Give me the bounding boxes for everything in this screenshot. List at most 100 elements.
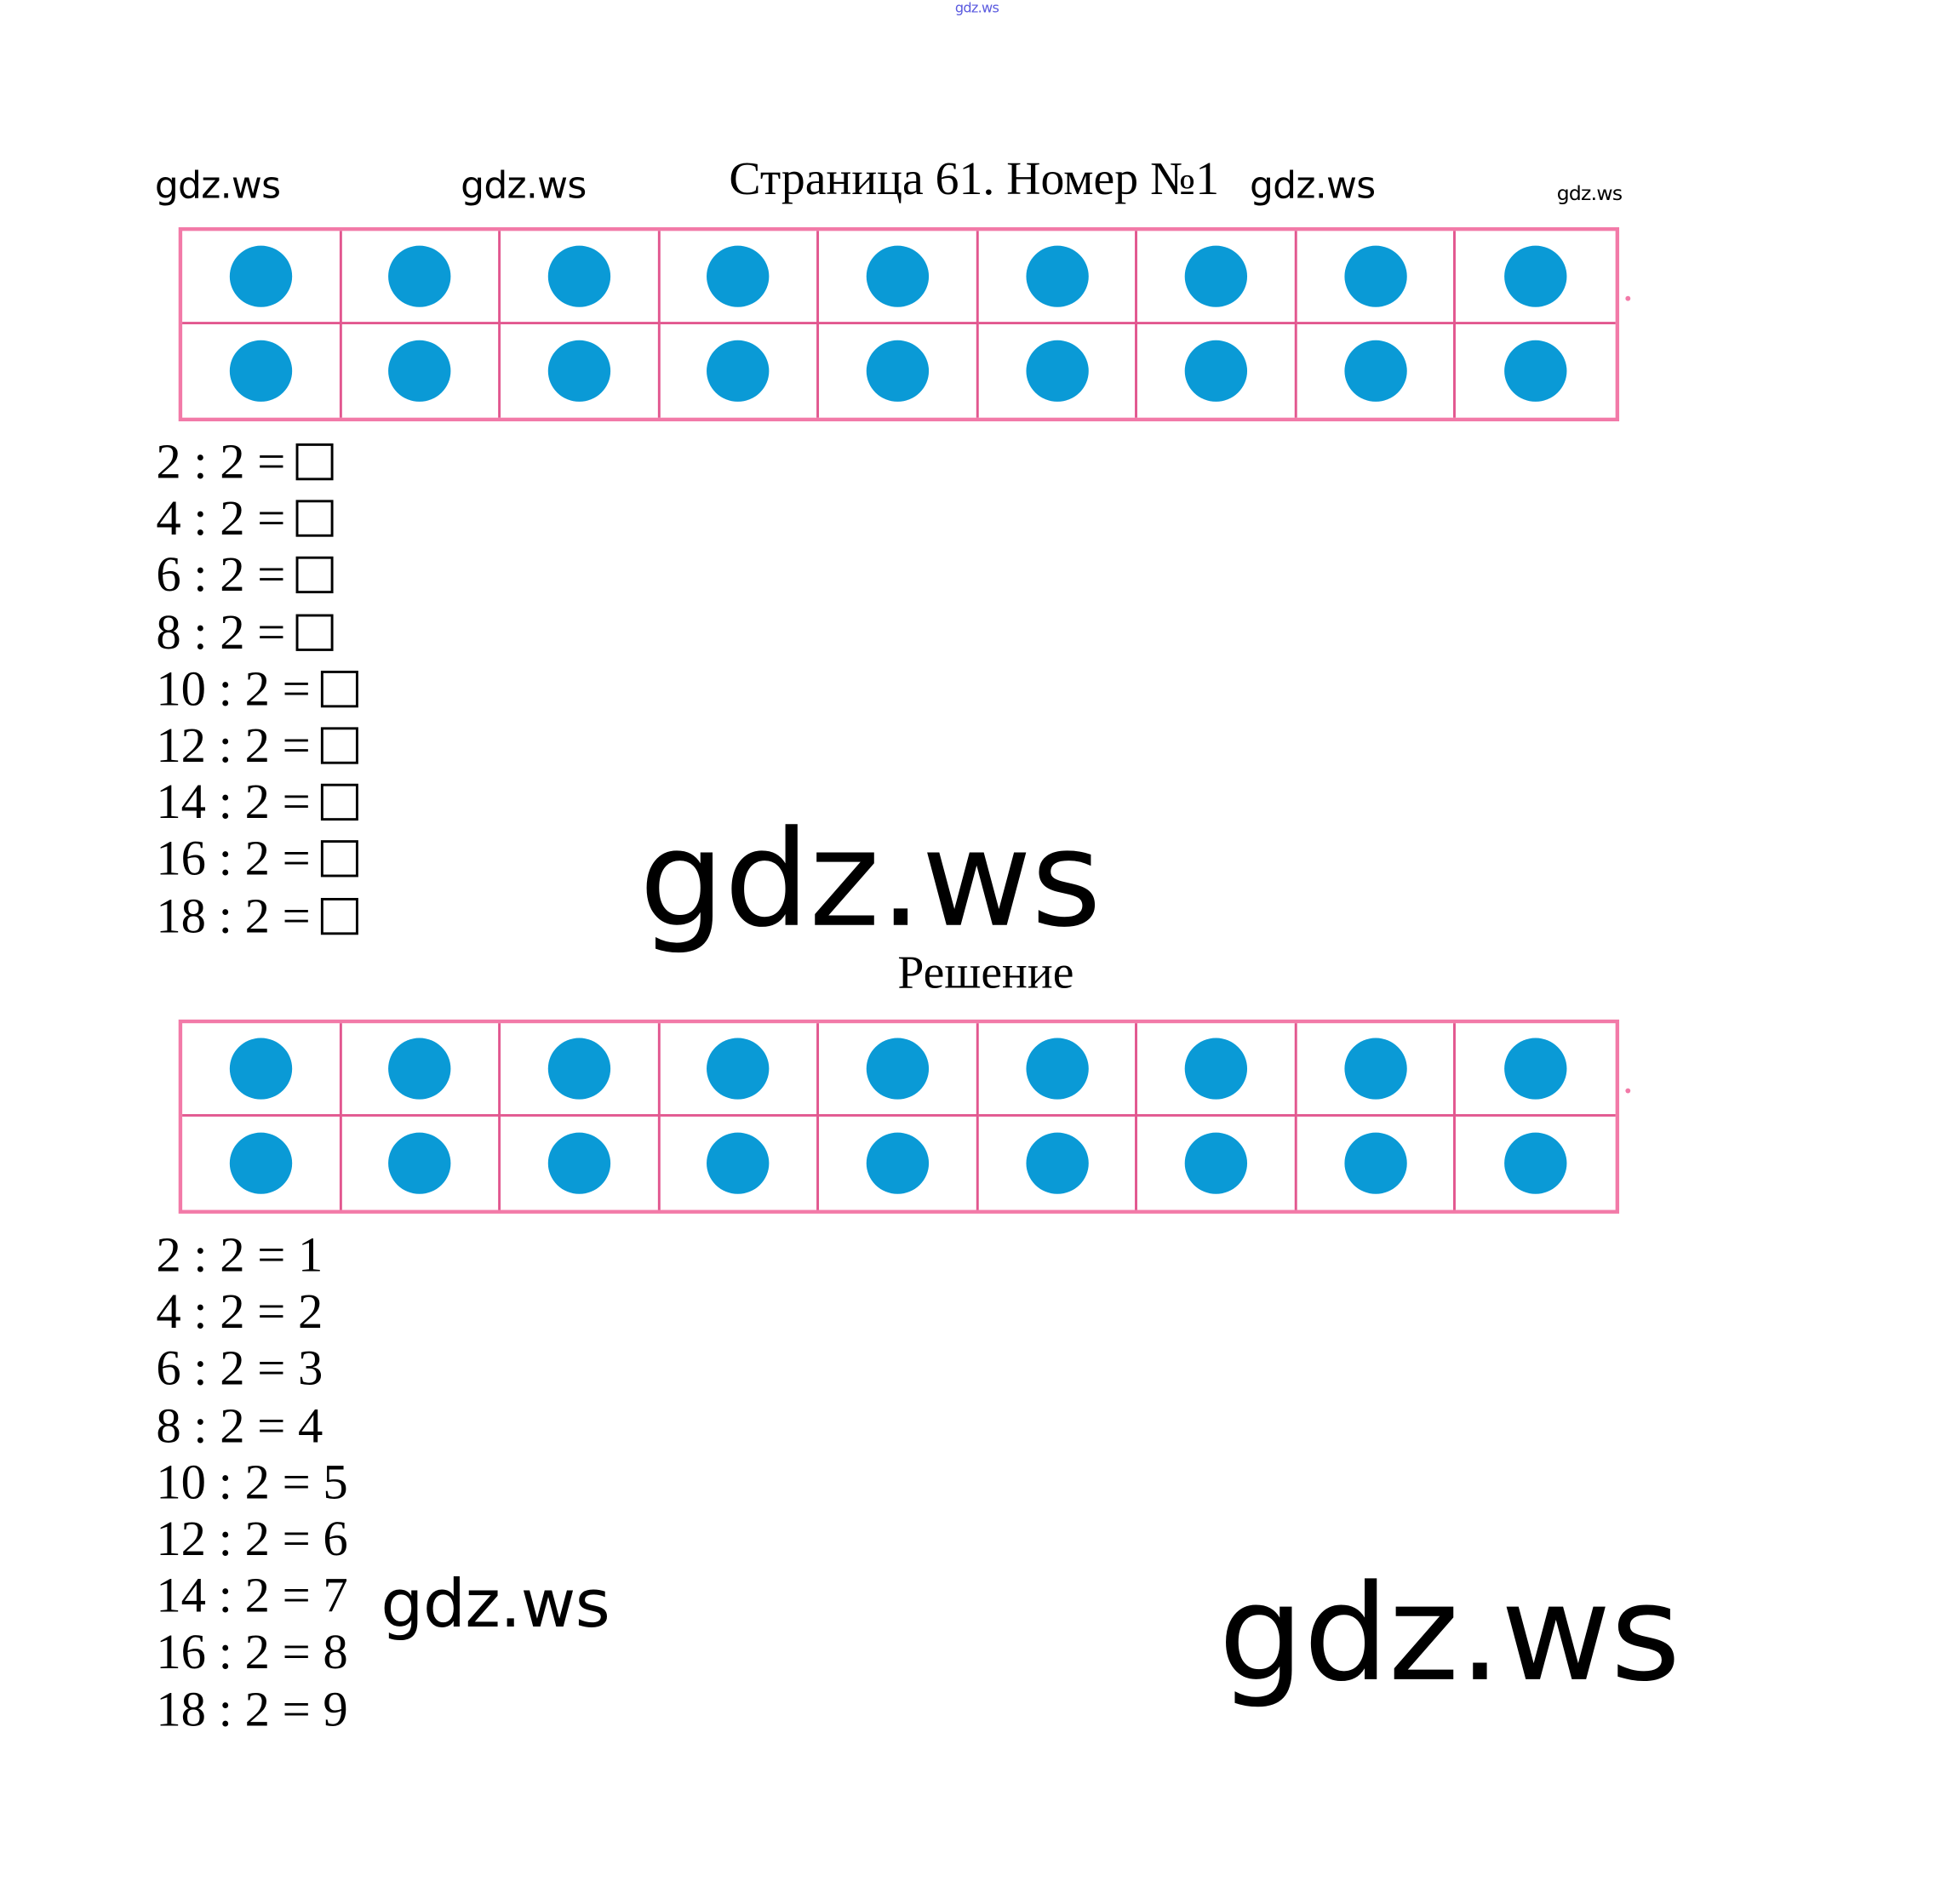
blue-dot xyxy=(866,245,930,307)
grid-cell xyxy=(978,1116,1138,1210)
answer-box[interactable] xyxy=(320,727,358,764)
blue-dot xyxy=(866,1038,930,1100)
grid-cell xyxy=(819,231,979,325)
blue-dot xyxy=(1184,1038,1248,1100)
blue-dot xyxy=(1184,245,1248,307)
answer-box[interactable] xyxy=(295,614,334,651)
task-equation: 2 : 2 = xyxy=(156,433,358,490)
blue-dot xyxy=(1184,340,1248,402)
blue-dot xyxy=(1343,245,1407,307)
blue-dot xyxy=(1025,245,1089,307)
answer-box[interactable] xyxy=(295,557,334,594)
grid-cell xyxy=(660,324,820,418)
task-equation: 12 : 2 = xyxy=(156,718,358,775)
blue-dot xyxy=(866,340,930,402)
answer-box[interactable] xyxy=(320,670,358,708)
grid-cell xyxy=(1137,231,1297,325)
task-equation: 10 : 2 = xyxy=(156,660,358,718)
watermark-large: gdz.ws xyxy=(1218,1557,1680,1712)
solution-equation: 4 : 2 = 2 xyxy=(156,1284,347,1341)
grid-cell xyxy=(341,231,501,325)
watermark: gdz.ws xyxy=(1556,181,1623,206)
grid-cell xyxy=(978,231,1138,325)
grid-cell xyxy=(1137,1023,1297,1117)
watermark-large: gdz.ws xyxy=(638,803,1102,958)
dot-grid-solution xyxy=(178,1019,1620,1214)
grid-cell xyxy=(819,1023,979,1117)
blue-dot xyxy=(388,1132,451,1194)
equation-text: 12 : 2 = 6 xyxy=(156,1511,348,1566)
blue-dot xyxy=(388,245,451,307)
blue-dot xyxy=(866,1132,930,1194)
watermark: gdz.ws xyxy=(461,164,587,208)
grid-mark xyxy=(1625,1088,1631,1094)
task-equation: 8 : 2 = xyxy=(156,603,358,660)
task-equations: 2 : 2 =4 : 2 =6 : 2 =8 : 2 =10 : 2 =12 :… xyxy=(156,433,358,944)
grid-cell xyxy=(501,231,661,325)
equation-text: 8 : 2 = 4 xyxy=(156,1397,323,1453)
equation-text: 16 : 2 = 8 xyxy=(156,1624,348,1680)
grid-cell xyxy=(660,231,820,325)
equation-text: 10 : 2 = 5 xyxy=(156,1454,348,1510)
answer-box[interactable] xyxy=(295,500,334,538)
blue-dot xyxy=(1343,340,1407,402)
equation-text: 4 : 2 = xyxy=(156,490,286,546)
blue-dot xyxy=(1504,340,1567,402)
grid-cell xyxy=(819,324,979,418)
grid-cell xyxy=(978,1023,1138,1117)
grid-cell xyxy=(1456,1023,1616,1117)
grid-cell xyxy=(819,1116,979,1210)
equation-text: 8 : 2 = xyxy=(156,603,286,660)
answer-box[interactable] xyxy=(320,784,358,821)
top-watermark: gdz.ws xyxy=(954,0,999,16)
task-equation: 4 : 2 = xyxy=(156,490,358,547)
blue-dot xyxy=(1343,1132,1407,1194)
grid-cell xyxy=(182,1116,342,1210)
grid-cell xyxy=(341,1023,501,1117)
solution-equation: 6 : 2 = 3 xyxy=(156,1341,347,1398)
blue-dot xyxy=(229,1038,292,1100)
answer-box[interactable] xyxy=(295,443,334,481)
watermark: gdz.ws xyxy=(1249,164,1376,208)
solution-equation: 10 : 2 = 5 xyxy=(156,1454,347,1511)
page-title: Страница 61. Номер №1 xyxy=(729,153,1220,206)
task-equation: 18 : 2 = xyxy=(156,888,358,945)
answer-box[interactable] xyxy=(320,897,358,935)
watermark: gdz.ws xyxy=(381,1564,610,1643)
solution-equation: 18 : 2 = 9 xyxy=(156,1681,347,1738)
grid-cell xyxy=(978,324,1138,418)
equation-text: 10 : 2 = xyxy=(156,660,311,717)
blue-dot xyxy=(707,245,770,307)
grid-cell xyxy=(1297,324,1457,418)
grid-cell xyxy=(660,1116,820,1210)
solution-equation: 16 : 2 = 8 xyxy=(156,1624,347,1681)
dot-grid-task xyxy=(178,226,1620,422)
grid-cell xyxy=(501,1023,661,1117)
blue-dot xyxy=(547,1038,610,1100)
grid-cell xyxy=(1457,324,1616,418)
blue-dot xyxy=(547,340,610,402)
blue-dot xyxy=(707,1132,770,1194)
blue-dot xyxy=(229,1132,292,1194)
equation-text: 12 : 2 = xyxy=(156,717,311,773)
grid-cell xyxy=(1457,1117,1616,1210)
grid-cell xyxy=(1137,1116,1297,1210)
equation-text: 14 : 2 = 7 xyxy=(156,1567,348,1623)
blue-dot xyxy=(1504,245,1567,307)
equation-text: 6 : 2 = 3 xyxy=(156,1341,323,1397)
grid-cell xyxy=(182,1023,342,1117)
blue-dot xyxy=(707,340,770,402)
task-equation: 14 : 2 = xyxy=(156,774,358,831)
grid-cell xyxy=(341,1116,501,1210)
answer-box[interactable] xyxy=(320,840,358,878)
task-equation: 6 : 2 = xyxy=(156,547,358,604)
grid-cell xyxy=(501,324,661,418)
blue-dot xyxy=(1343,1038,1407,1100)
grid-cell xyxy=(1297,1116,1457,1210)
blue-dot xyxy=(229,245,292,307)
grid-mark xyxy=(1625,295,1631,301)
solution-equation: 12 : 2 = 6 xyxy=(156,1511,347,1568)
blue-dot xyxy=(1504,1038,1567,1100)
blue-dot xyxy=(388,1038,451,1100)
